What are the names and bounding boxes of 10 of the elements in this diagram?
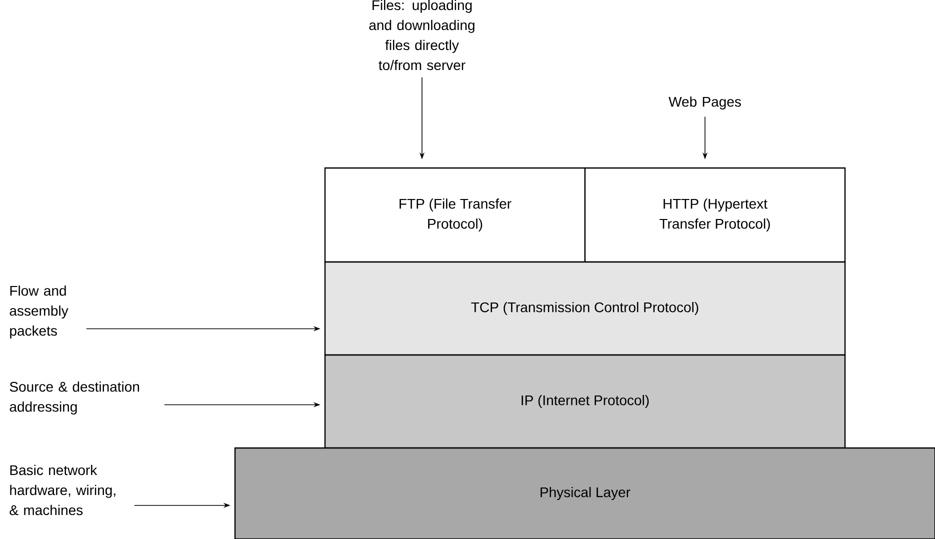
layer-box: FTP (File Transfer Protocol) xyxy=(324,167,586,263)
layer-box: Physical Layer xyxy=(234,447,935,539)
layer-box: TCP (Transmission Control Protocol) xyxy=(324,261,846,356)
annotation-text: Flow and assembly packets xyxy=(10,285,68,339)
annotation-text: Web Pages xyxy=(668,96,741,110)
annotation-text: Source & destination addressing xyxy=(10,381,140,415)
layer-box: HTTP (Hypertext Transfer Protocol) xyxy=(584,167,846,263)
annotation-text: Basic network hardware, wiring, & machines xyxy=(10,464,116,516)
layer-box: IP (Internet Protocol) xyxy=(324,354,846,449)
annotation-text: Files: uploading and downloading files directly to/from server xyxy=(369,0,474,70)
